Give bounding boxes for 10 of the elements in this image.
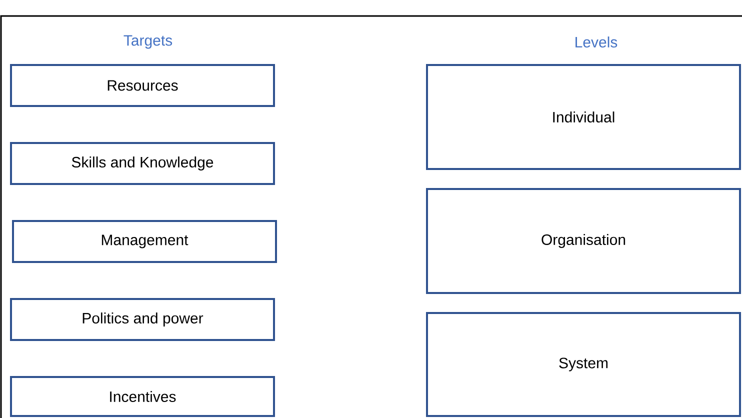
text-box: Resources xyxy=(10,64,275,107)
text-box: Individual xyxy=(426,64,741,170)
column-heading: Levels xyxy=(576,36,618,48)
text-box: Incentives xyxy=(10,376,275,417)
text-box: Management xyxy=(12,220,277,263)
text-box: Organisation xyxy=(426,188,741,294)
text-box: System xyxy=(426,312,741,417)
column-heading: Targets xyxy=(124,35,172,49)
text-box: Politics and power xyxy=(10,298,275,341)
text-box: Skills and Knowledge xyxy=(10,142,275,185)
